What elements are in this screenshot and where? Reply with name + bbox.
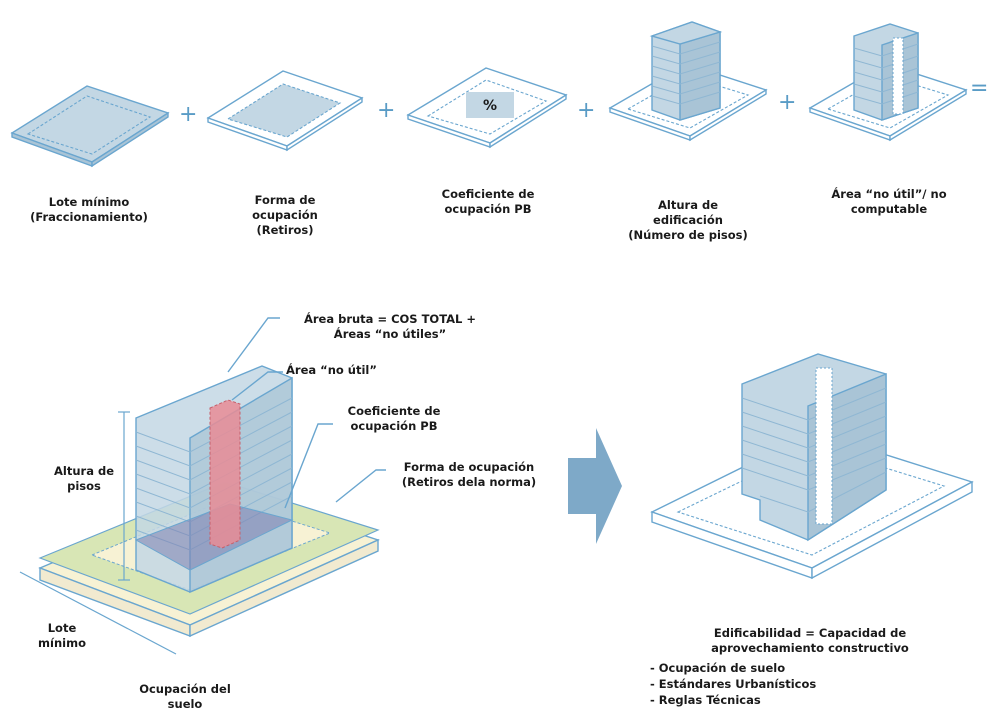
plus-operator: + <box>778 90 797 115</box>
setback-slab-icon <box>206 70 364 152</box>
building-height-icon <box>608 21 768 142</box>
right-building-diagram <box>650 353 974 580</box>
label-area-bruta: Área bruta = COS TOTAL +Áreas “no útiles… <box>303 312 477 341</box>
list-item: - Ocupación de suelo <box>650 661 786 675</box>
list-item: - Estándares Urbanísticos <box>650 677 817 691</box>
label-forma-ocupacion-left: Forma de ocupación(Retiros dela norma) <box>401 460 537 489</box>
lot-slab-icon <box>10 85 170 168</box>
equals-operator: = <box>970 76 989 101</box>
plus-operator: + <box>577 98 596 123</box>
left-building-diagram <box>19 317 386 655</box>
plus-operator: + <box>377 98 396 123</box>
list-item: - Reglas Técnicas <box>650 693 761 707</box>
non-usable-area-icon <box>808 23 968 142</box>
percent-symbol: % <box>483 98 497 114</box>
ground-coverage-icon <box>406 67 568 149</box>
label-lote-minimo: Lote mínimo(Fraccionamiento) <box>30 195 148 224</box>
plus-operator: + <box>179 102 198 127</box>
non-usable-shaft <box>209 399 241 549</box>
transition-arrow <box>568 428 622 544</box>
edificabilidad-list: - Ocupación de suelo - Estándares Urbaní… <box>650 660 890 708</box>
label-area-no-util-left: Área “no útil” <box>286 363 377 377</box>
